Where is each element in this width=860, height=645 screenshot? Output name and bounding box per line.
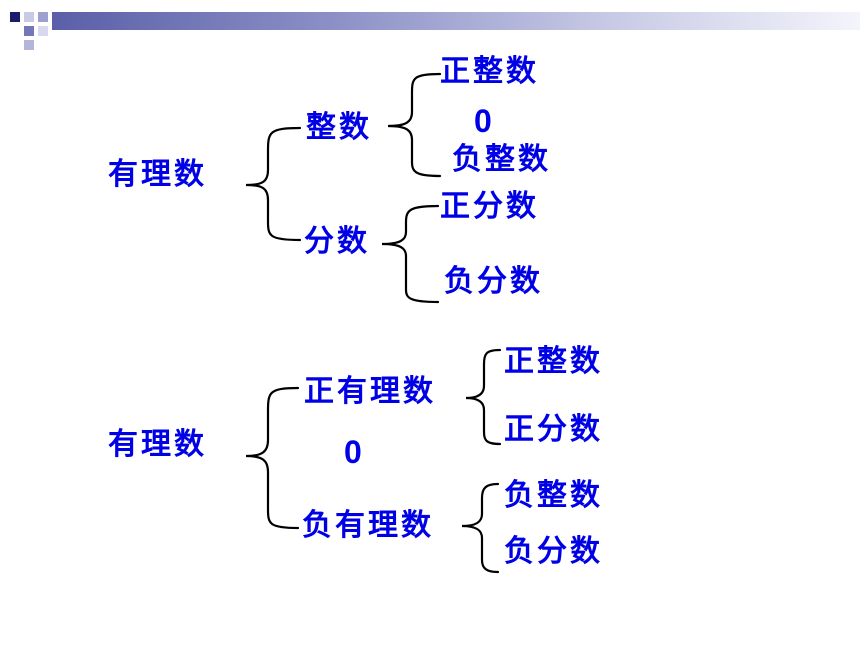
negative-fraction-label: 负分数 <box>444 264 543 299</box>
positive-fraction-label: 正分数 <box>440 189 539 224</box>
deco-square <box>24 26 34 36</box>
zero-label: 0 <box>474 103 492 139</box>
deco-square <box>38 26 48 36</box>
brace-d2-root <box>245 386 300 530</box>
deco-square <box>38 12 48 22</box>
brace-d1-fraction <box>381 204 440 304</box>
negative-fraction-label: 负分数 <box>504 534 603 569</box>
positive-rational-label: 正有理数 <box>304 374 436 409</box>
fraction-label: 分数 <box>304 224 370 259</box>
zero-label: 0 <box>344 434 362 470</box>
deco-square <box>24 12 34 22</box>
root-label: 有理数 <box>108 157 207 192</box>
deco-square <box>10 12 20 22</box>
brace-d2-negative <box>461 482 500 574</box>
positive-integer-label: 正整数 <box>504 344 603 379</box>
negative-integer-label: 负整数 <box>452 142 551 177</box>
header-gradient-bar <box>52 12 860 30</box>
integer-label: 整数 <box>306 110 372 145</box>
positive-fraction-label: 正分数 <box>504 412 603 447</box>
negative-integer-label: 负整数 <box>504 478 603 513</box>
brace-d2-positive <box>465 348 502 446</box>
positive-integer-label: 正整数 <box>440 54 539 89</box>
negative-rational-label: 负有理数 <box>302 508 434 543</box>
deco-square <box>24 40 34 50</box>
root-label: 有理数 <box>108 427 207 462</box>
brace-d1-integer <box>387 72 442 178</box>
brace-d1-root <box>245 126 302 242</box>
